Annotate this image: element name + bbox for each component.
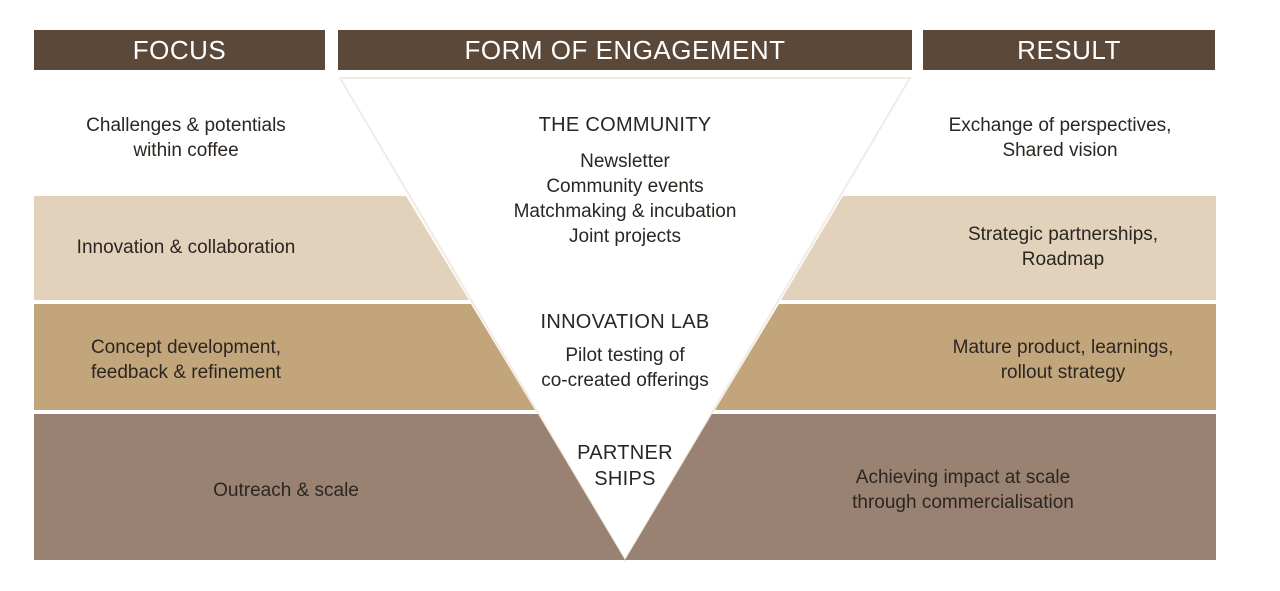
- innovation-lab-item: co-created offerings: [541, 370, 709, 391]
- focus-tier1-line: Challenges & potentials: [86, 115, 286, 136]
- community-item: Community events: [546, 176, 704, 197]
- result-tier3-line: rollout strategy: [1000, 362, 1126, 383]
- focus-tier2-line: Innovation & collaboration: [76, 237, 296, 258]
- focus-tier2-text: Innovation & collaboration: [36, 235, 336, 260]
- community-title: THE COMMUNITY: [538, 114, 712, 136]
- focus-tier4-text: Outreach & scale: [136, 478, 436, 503]
- focus-tier1-line: within coffee: [133, 140, 239, 161]
- innovation-lab-block: INNOVATION LAB Pilot testing of co-creat…: [480, 309, 770, 393]
- result-tier2-line: Strategic partnerships,: [967, 224, 1159, 245]
- result-header: RESULT: [923, 30, 1215, 70]
- result-tier2-line: Roadmap: [1021, 249, 1105, 270]
- result-tier3-text: Mature product, learnings, rollout strat…: [910, 335, 1216, 385]
- community-block: THE COMMUNITY Newsletter Community event…: [470, 112, 780, 249]
- result-tier3-line: Mature product, learnings,: [952, 337, 1174, 358]
- form-of-engagement-header: FORM OF ENGAGEMENT: [338, 30, 912, 70]
- focus-tier3-line: Concept development,: [90, 337, 282, 358]
- result-tier4-line: Achieving impact at scale: [855, 467, 1071, 488]
- result-tier1-line: Shared vision: [1002, 140, 1118, 161]
- tier4-band-left: [34, 414, 625, 560]
- tier3-band-right: [715, 304, 1216, 410]
- tier2-band-right: [781, 196, 1216, 300]
- partnerships-title-line: PARTNER: [577, 442, 673, 464]
- innovation-lab-item: Pilot testing of: [565, 345, 685, 366]
- funnel-outline: [338, 77, 912, 562]
- result-tier4-text: Achieving impact at scale through commer…: [800, 465, 1126, 515]
- tier2-band-left: [34, 196, 469, 300]
- focus-header: FOCUS: [34, 30, 325, 70]
- focus-tier3-text: Concept development, feedback & refineme…: [36, 335, 336, 385]
- partnerships-block: PARTNER SHIPS: [545, 440, 705, 492]
- community-item: Newsletter: [580, 151, 670, 172]
- community-item: Joint projects: [569, 226, 681, 247]
- result-tier4-line: through commercialisation: [852, 492, 1074, 513]
- focus-tier4-line: Outreach & scale: [213, 480, 359, 501]
- focus-tier3-line: feedback & refinement: [90, 362, 282, 383]
- tier4-band-right: [625, 414, 1216, 560]
- focus-tier1-text: Challenges & potentials within coffee: [46, 113, 326, 163]
- innovation-lab-title: INNOVATION LAB: [540, 311, 710, 333]
- tier3-band-left: [34, 304, 535, 410]
- community-item: Matchmaking & incubation: [513, 201, 737, 222]
- result-tier2-text: Strategic partnerships, Roadmap: [910, 222, 1216, 272]
- partnerships-title-line: SHIPS: [594, 468, 656, 490]
- result-tier1-line: Exchange of perspectives,: [948, 115, 1172, 136]
- result-tier1-text: Exchange of perspectives, Shared vision: [910, 113, 1210, 163]
